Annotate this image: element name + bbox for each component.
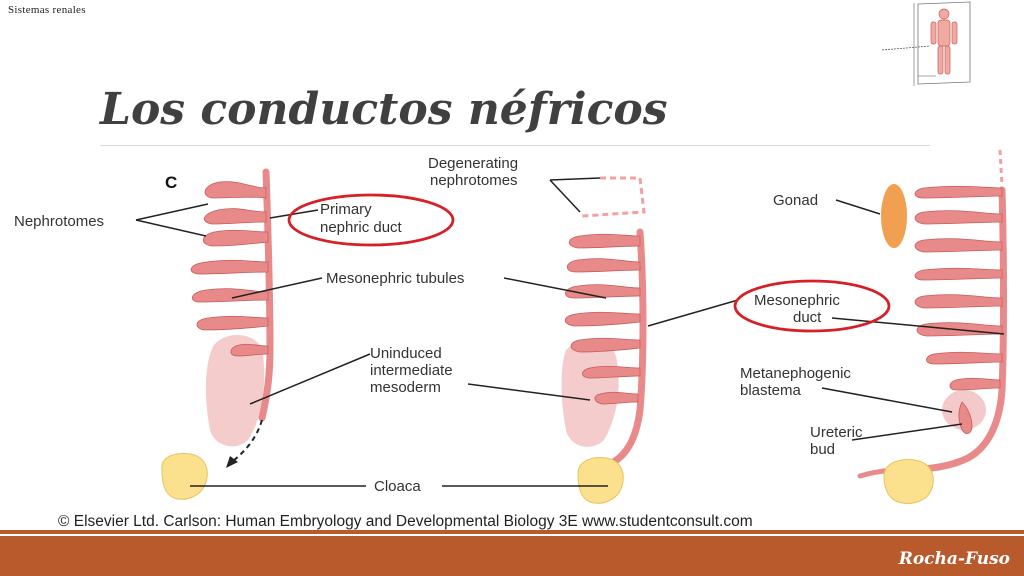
title-divider xyxy=(100,145,930,146)
section-label: Sistemas renales xyxy=(8,4,86,16)
label-ureteric-2: bud xyxy=(810,441,835,458)
highlight-mesonephric-duct xyxy=(733,279,891,333)
tubule xyxy=(594,391,639,405)
label-uninduced-3: mesoderm xyxy=(370,379,441,396)
footer-author: Rocha-Fuso xyxy=(898,549,1010,569)
label-primary-2: nephric duct xyxy=(320,219,403,236)
label-meso-tubules: Mesonephric tubules xyxy=(326,270,464,287)
tubule xyxy=(914,294,1003,309)
ureteric-bud xyxy=(958,401,973,434)
tubule xyxy=(566,258,641,273)
label-metaneph-2: blastema xyxy=(740,382,802,399)
copyright-credit: © Elsevier Ltd. Carlson: Human Embryolog… xyxy=(58,513,753,530)
panel-letter: C xyxy=(165,173,177,192)
label-gonad: Gonad xyxy=(773,192,818,209)
mesonephric-duct-middle xyxy=(606,228,647,468)
footer-bar xyxy=(0,536,1024,576)
tubule xyxy=(570,337,641,353)
tubule xyxy=(190,259,269,275)
tubule xyxy=(914,210,1003,225)
gonad xyxy=(881,184,907,248)
tubule xyxy=(926,351,1003,365)
middle-structure xyxy=(561,176,647,504)
tubule xyxy=(204,208,267,225)
right-degenerating xyxy=(998,150,1004,187)
tubule xyxy=(230,343,269,357)
tubule xyxy=(949,377,1001,391)
right-structure xyxy=(857,150,1007,504)
label-uninduced-2: intermediate xyxy=(370,362,453,379)
extension-arrow xyxy=(231,419,263,463)
cloaca-middle xyxy=(577,457,624,504)
tubule xyxy=(202,229,269,247)
tubule xyxy=(204,181,267,199)
label-meso-duct-2: duct xyxy=(793,309,822,326)
label-meso-duct-1: Mesonephric xyxy=(754,292,840,309)
tubule xyxy=(914,185,1003,199)
label-cloaca: Cloaca xyxy=(374,478,421,495)
slide-title: Los conductos néfricos xyxy=(100,84,668,135)
label-metaneph-1: Metanephogenic xyxy=(740,365,851,382)
mesonephric-duct-right xyxy=(896,186,1007,474)
highlight-primary-nephric-duct xyxy=(287,193,455,247)
arrow-head xyxy=(226,456,238,468)
tubule xyxy=(914,238,1003,253)
tubule xyxy=(564,311,641,327)
tubule xyxy=(565,284,641,299)
tubule xyxy=(568,233,641,249)
cloaca-left xyxy=(161,453,208,500)
nephric-ducts-diagram: C xyxy=(14,150,1007,530)
label-nephrotomes: Nephrotomes xyxy=(14,213,104,230)
left-structure xyxy=(161,168,274,500)
label-primary-1: Primary xyxy=(320,201,372,218)
primary-nephric-duct xyxy=(258,168,274,422)
uninduced-mesoderm-patch xyxy=(205,334,265,447)
label-degenerating-2: nephrotomes xyxy=(430,172,518,189)
footer-accent-line xyxy=(0,530,1024,534)
label-degenerating-1: Degenerating xyxy=(428,155,518,172)
degenerating-nephrotomes-outline xyxy=(581,176,646,218)
cloaca-right xyxy=(883,459,934,504)
tubule xyxy=(582,365,641,379)
tubule xyxy=(196,315,269,331)
label-uninduced-1: Uninduced xyxy=(370,345,442,362)
label-ureteric-1: Ureteric xyxy=(810,424,863,441)
tubule xyxy=(192,288,269,303)
tubule xyxy=(914,267,1003,281)
leader-lines xyxy=(135,177,1005,487)
body-plane-thumbnail xyxy=(881,1,971,86)
